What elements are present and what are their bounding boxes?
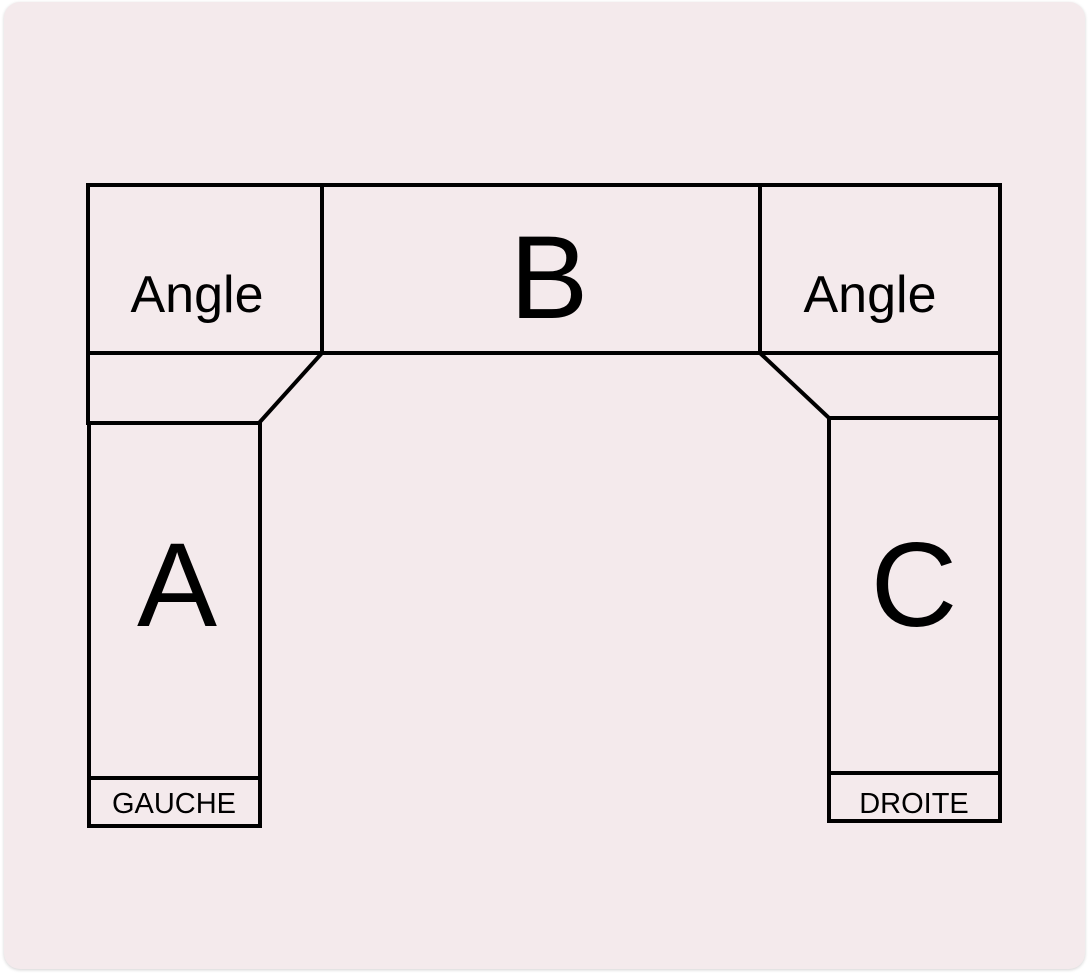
section-a-label: A <box>137 518 217 652</box>
left-corner-shape <box>86 350 325 425</box>
section-b-label: B <box>510 212 589 344</box>
section-c-outline <box>827 416 1002 823</box>
section-c-label: C <box>871 518 958 652</box>
diagram-card <box>4 2 1085 969</box>
right-corner-label: Angle <box>804 266 937 324</box>
section-a-outline <box>87 421 262 828</box>
left-corner-label: Angle <box>131 266 264 324</box>
right-footer-label: DROITE <box>859 788 969 820</box>
left-footer-label: GAUCHE <box>112 788 236 820</box>
right-corner-shape <box>757 350 1002 420</box>
top-row-outline <box>86 183 1002 355</box>
